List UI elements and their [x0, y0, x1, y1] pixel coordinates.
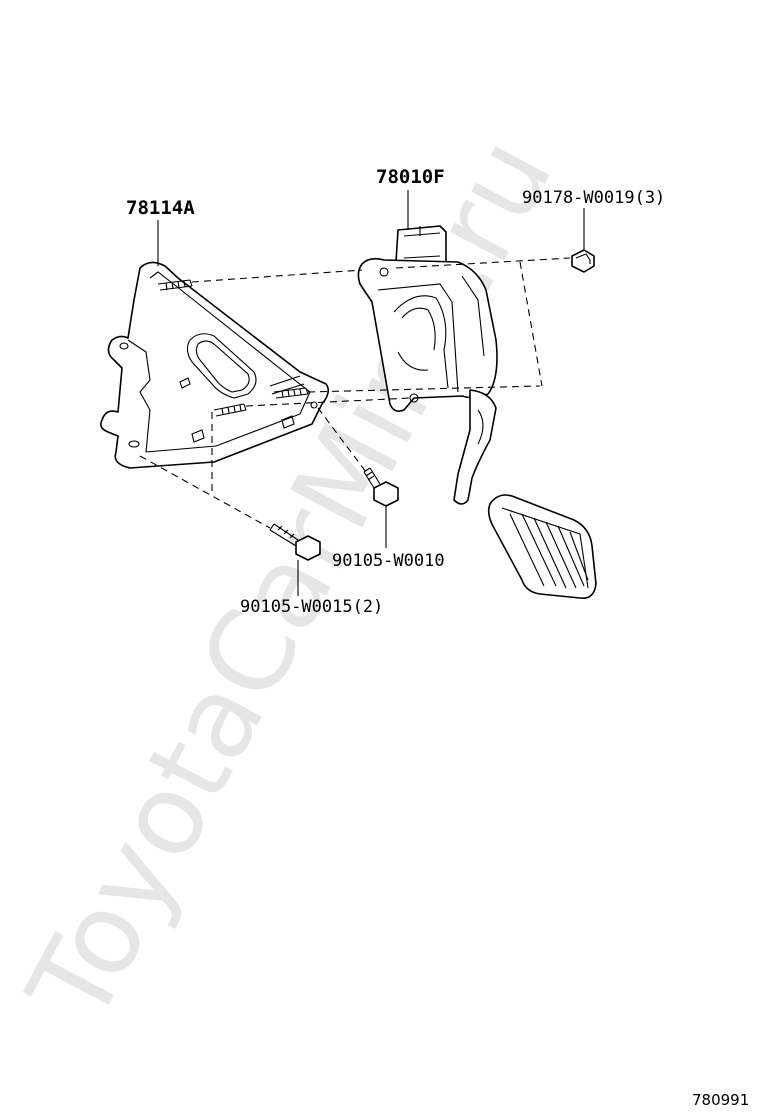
bolt-90105-w0010[interactable]	[363, 467, 399, 507]
watermark: ToyotaCarMine.ru	[4, 118, 579, 1044]
label-pedal-assembly: 78010F	[376, 166, 445, 188]
bracket-78114a[interactable]	[100, 261, 330, 469]
pedal-assembly-78010f[interactable]	[357, 225, 597, 600]
diagram-reference-number: 780991	[692, 1091, 749, 1109]
nut-90178-w0019[interactable]	[571, 249, 595, 273]
bolt-90105-w0015[interactable]	[269, 523, 321, 561]
label-nut: 90178-W0019(3)	[522, 188, 665, 208]
leader-lines	[157, 190, 585, 596]
label-bolt-pair: 90105-W0015(2)	[240, 597, 383, 617]
assembly-lines	[139, 257, 571, 529]
label-bracket: 78114A	[126, 197, 195, 219]
label-bolt-single: 90105-W0010	[332, 551, 445, 571]
